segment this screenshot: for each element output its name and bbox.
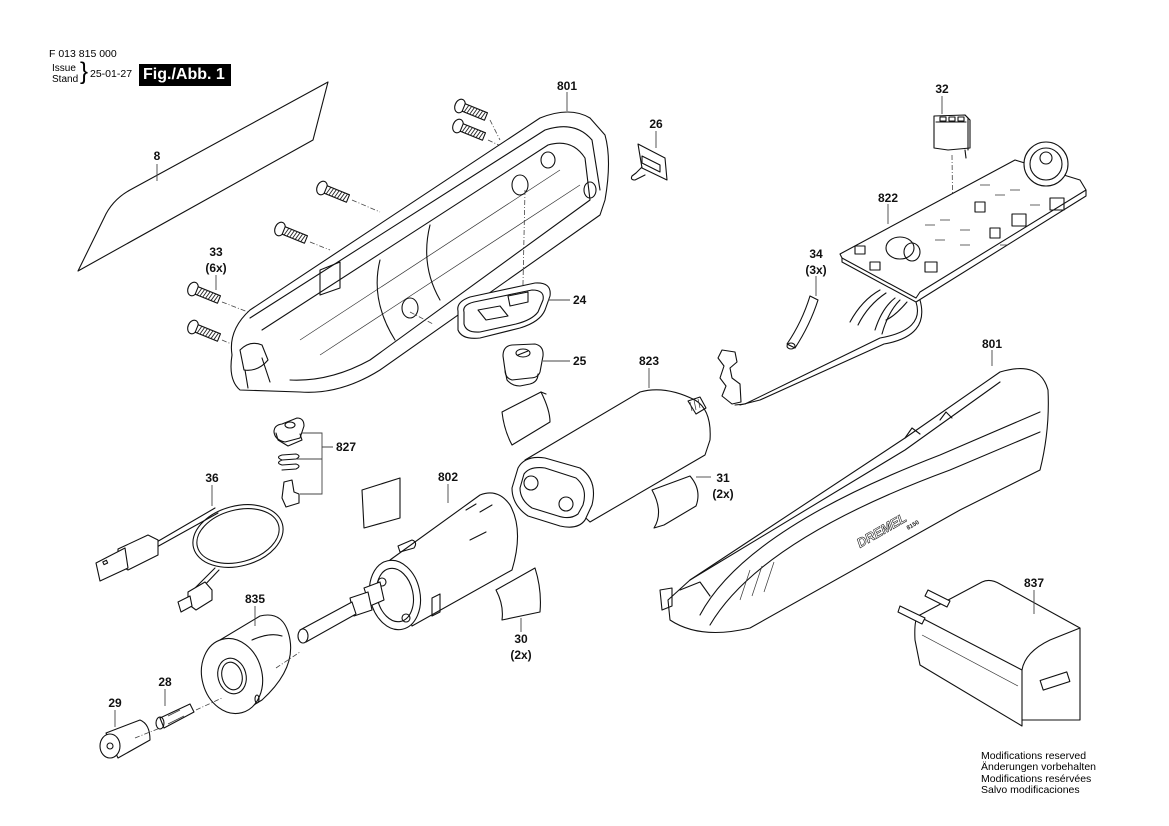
callout-31: 31 [716,471,730,485]
screw [187,319,222,342]
part-801-housing-half-left[interactable] [230,111,610,393]
modifications-notice: Modifications reserved Änderungen vorbeh… [981,750,1097,796]
callout-36: 36 [205,471,219,485]
part-31-battery-pads[interactable] [501,391,699,529]
leader-lines [114,92,1035,739]
part-822-electronics-pcb[interactable] [734,141,1087,406]
part-34-sleeve[interactable] [786,295,819,350]
callout-32: 32 [935,82,949,96]
screw [454,98,489,121]
callout-29: 29 [108,696,122,710]
notice-line-es: Salvo modificaciones [981,783,1080,796]
callout-28: 28 [158,675,172,689]
callout-8: 8 [154,149,161,163]
brace: } [80,58,89,85]
part-26-clip[interactable] [630,143,668,181]
callout-837: 837 [1024,576,1044,590]
figure-label: Fig./Abb. 1 [139,64,231,86]
callout-31-qty: (2x) [712,487,733,501]
issue-label-de: Stand [52,74,79,85]
part-29-collet-nut[interactable] [99,719,151,759]
part-32-socket[interactable] [933,114,971,234]
callout-30: 30 [514,632,528,646]
issue-label-en: Issue [52,63,76,74]
part-837-charger[interactable] [897,579,1081,727]
part-30-motor-pads[interactable] [495,567,541,621]
part-835-nose-cap[interactable] [193,614,292,720]
part-823-battery[interactable] [511,389,711,528]
part-8-nameplate[interactable] [77,81,329,272]
issue-label: Issue Stand [52,63,78,85]
screw [452,118,487,141]
issue-date: 25-01-27 [90,68,133,80]
callout-827: 827 [336,440,356,454]
callout-25: 25 [573,354,587,368]
notice-line-de: Änderungen vorbehalten [981,761,1097,774]
screw [274,221,309,244]
callout-801-top: 801 [557,79,577,93]
part-827-button-kit[interactable] [273,417,305,508]
callout-802: 802 [438,470,458,484]
notice-line-en: Modifications reserved [981,750,1087,762]
part-25-switch-knob[interactable] [502,343,544,387]
callout-30-qty: (2x) [510,648,531,662]
callout-823: 823 [639,354,659,368]
callout-801-right: 801 [982,337,1002,351]
screw [316,180,351,203]
part-28-collet[interactable] [155,703,195,730]
callout-835: 835 [245,592,265,606]
notice-line-fr: Modifications resérvées [981,772,1092,785]
callout-34: 34 [809,247,823,261]
part-36-usb-cable[interactable] [95,495,290,613]
callout-33-qty: (6x) [205,261,226,275]
part-24-switch-cover[interactable] [457,282,551,339]
callout-33: 33 [209,245,223,259]
part-802-motor[interactable] [297,477,519,644]
callout-34-qty: (3x) [805,263,826,277]
battery-terminal-bracket[interactable] [717,349,742,405]
callout-26: 26 [649,117,663,131]
screw [187,281,222,304]
callout-822: 822 [878,191,898,205]
part-33-screws[interactable] [186,98,506,347]
callouts: 8 801 26 32 822 33 (6x) 34 (3x) 24 25 82… [108,79,1044,710]
part-801-housing-half-right[interactable]: DREMEL 8150 [659,368,1049,634]
part-number: F 013 815 000 [49,48,117,60]
callout-24: 24 [573,293,587,307]
